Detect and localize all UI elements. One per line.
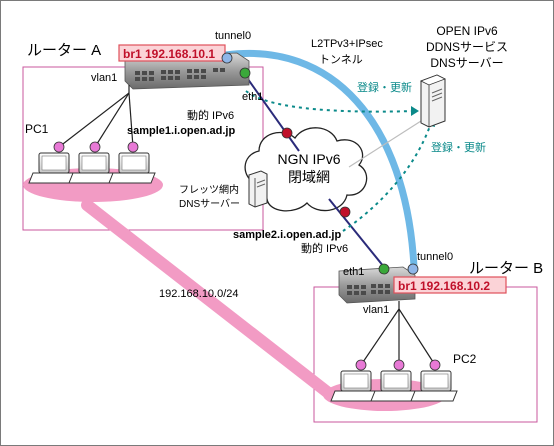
router-b-box-label: br1 192.168.10.2 bbox=[398, 279, 490, 293]
router-a-tunnel-label: tunnel0 bbox=[215, 30, 251, 42]
router-b-ipv6-label: 動的 IPv6 bbox=[301, 241, 348, 255]
router-a-ipv6-label: 動的 IPv6 bbox=[187, 108, 234, 122]
register-label-1: 登録・更新 bbox=[357, 80, 412, 94]
pc1-node-1 bbox=[53, 141, 65, 153]
register-arrow-a bbox=[245, 90, 416, 113]
ngn-cloud bbox=[244, 127, 368, 212]
router-b-eth-label: eth1 bbox=[343, 266, 364, 278]
lan-b-tree bbox=[360, 301, 436, 366]
tunnel-label-line2: トンネル bbox=[319, 53, 363, 66]
laptop-icon bbox=[370, 370, 418, 402]
ngn-ddns-link bbox=[348, 120, 422, 168]
router-b-tunnel-label: tunnel0 bbox=[417, 251, 453, 263]
router-b-title: ルーター B bbox=[469, 260, 543, 277]
router-a-tunnel-port bbox=[221, 52, 233, 64]
pc2-node-3 bbox=[429, 359, 441, 371]
lan-subnet-label: 192.168.10.0/24 bbox=[159, 288, 239, 300]
ngn-line2: 閉域網 bbox=[288, 169, 330, 185]
ddns-line2: DDNSサービス bbox=[426, 40, 508, 54]
ngn-line1: NGN IPv6 bbox=[277, 151, 340, 167]
router-b-eth-port bbox=[378, 263, 390, 275]
link-b-ngn bbox=[328, 198, 385, 268]
router-b-label-box bbox=[393, 276, 507, 294]
pc2-node-1 bbox=[355, 359, 367, 371]
router-a-hostname: sample1.i.open.ad.jp bbox=[127, 125, 235, 137]
laptop-icon bbox=[68, 152, 116, 184]
pc1-node-2 bbox=[89, 141, 101, 153]
pc1-node-3 bbox=[127, 141, 139, 153]
router-a-ngn-port bbox=[281, 127, 293, 139]
lan-link bbox=[81, 199, 337, 401]
register-label-2: 登録・更新 bbox=[431, 140, 486, 154]
router-b-hostname: sample2.i.open.ad.jp bbox=[233, 229, 341, 241]
flets-dns-line2: DNSサーバー bbox=[179, 198, 240, 210]
tunnel-label-line1: L2TPv3+IPsec bbox=[311, 38, 383, 50]
router-b-icon bbox=[338, 266, 416, 304]
laptop-icon bbox=[108, 152, 156, 184]
pc2-node-2 bbox=[393, 359, 405, 371]
router-b-tunnel-port bbox=[407, 263, 419, 275]
router-a-eth-label: eth1 bbox=[242, 91, 263, 103]
tunnel-arc bbox=[222, 50, 418, 271]
laptop-icon bbox=[410, 370, 458, 402]
router-b-ngn-port bbox=[339, 206, 351, 218]
link-a-ngn bbox=[244, 74, 300, 152]
laptop-icon bbox=[28, 152, 76, 184]
router-a-icon bbox=[124, 52, 250, 90]
ddns-line3: DNSサーバー bbox=[430, 56, 503, 70]
register-arrow-b bbox=[342, 122, 432, 232]
router-a-box-label: br1 192.168.10.1 bbox=[123, 47, 215, 61]
lan-a-tree bbox=[58, 85, 134, 148]
flets-dns-line1: フレッツ網内 bbox=[179, 183, 239, 196]
router-a-title: ルーター A bbox=[27, 42, 101, 59]
server-icon bbox=[248, 170, 268, 208]
router-a-vlan-label: vlan1 bbox=[91, 72, 117, 84]
router-b-vlan-label: vlan1 bbox=[363, 304, 389, 316]
ddns-line1: OPEN IPv6 bbox=[436, 24, 498, 38]
pc2-label: PC2 bbox=[453, 352, 477, 366]
pc1-label: PC1 bbox=[25, 122, 49, 136]
register-arrow-a-head bbox=[411, 106, 419, 116]
laptop-icon bbox=[330, 370, 378, 402]
router-a-eth-port bbox=[239, 67, 251, 79]
server-icon bbox=[420, 74, 446, 128]
